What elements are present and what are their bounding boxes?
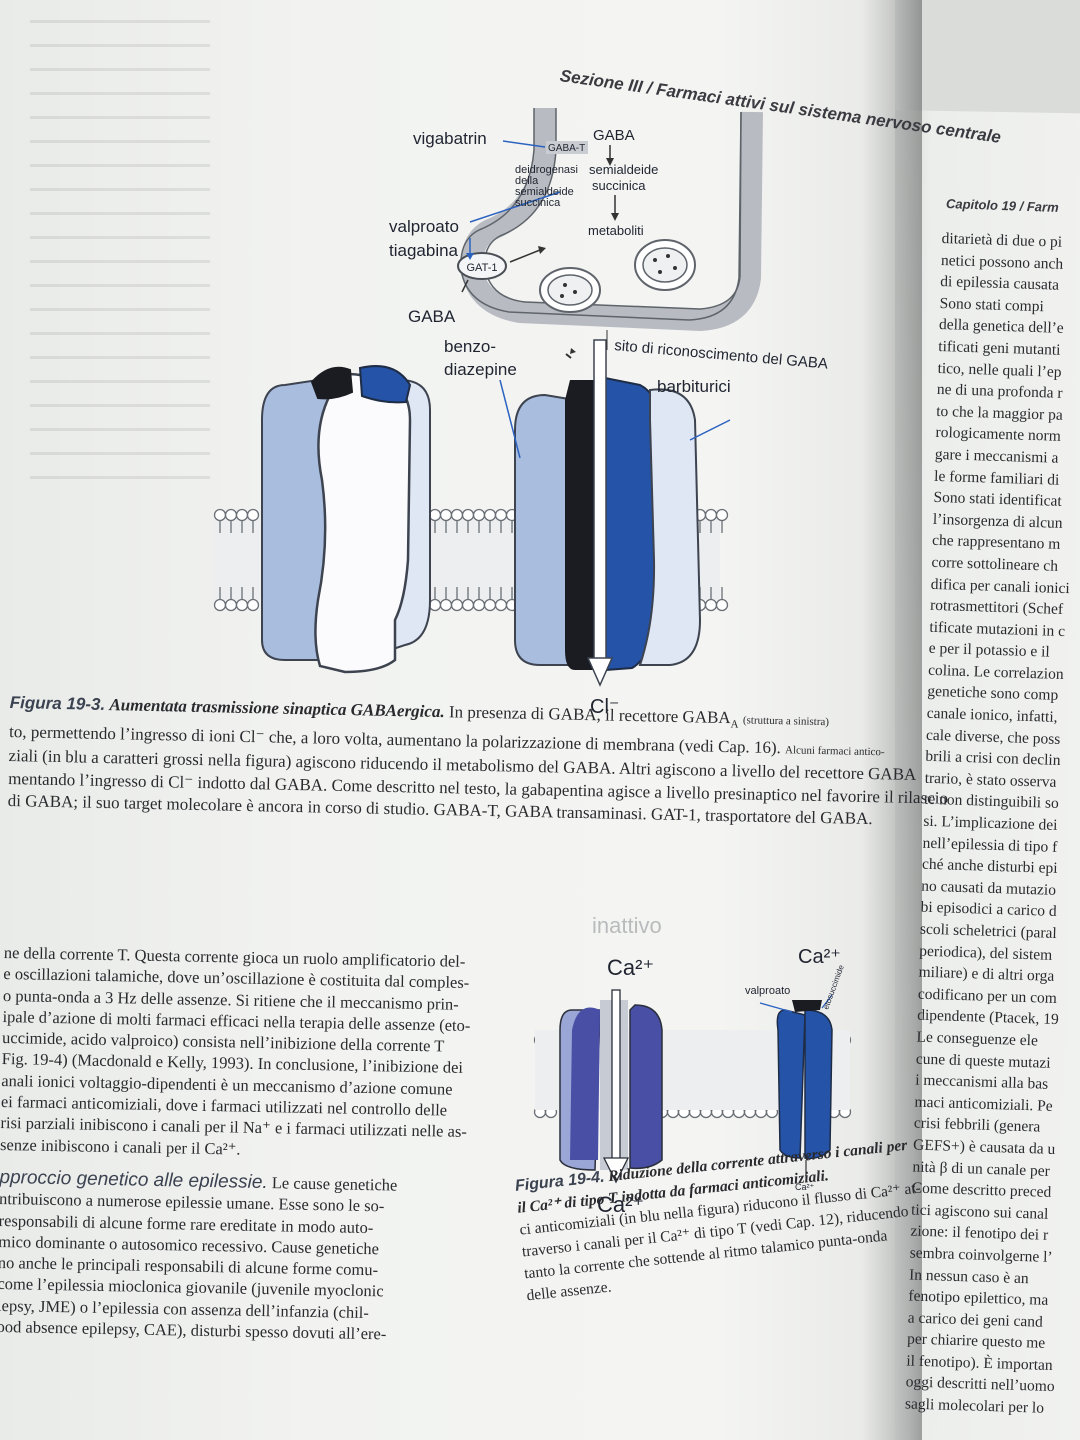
metaboliti-label: metaboliti [588, 223, 644, 238]
ca-top-left-label: Ca²⁺ [607, 955, 654, 980]
gaba-top-label: GABA [593, 127, 635, 144]
barbiturici-label: barbiturici [657, 377, 731, 396]
lipid-head [439, 508, 453, 522]
lipid-head [246, 598, 260, 612]
lipid-head [224, 508, 238, 522]
figure-19-4: Ca²⁺ Ca²⁺ valproato etosuccimide Ca²⁺ Ca… [535, 913, 850, 1217]
cl-ion-label: Cl⁻ [590, 696, 619, 718]
lipid-head [715, 508, 729, 522]
lipid-head [450, 508, 464, 522]
vigabatrin-label: vigabatrin [413, 129, 487, 148]
lipid-head [494, 508, 508, 522]
lipid-head [461, 508, 475, 522]
valproato-label-2: valproato [745, 985, 790, 997]
deidrogenasi-label-2: della [515, 175, 539, 187]
presynaptic-terminal: GAT-1 GABA-T vigabatrin GABA semialdeide… [389, 108, 763, 332]
tiagabina-label: tiagabina [389, 241, 459, 260]
figure-19-3-caption: Figura 19-3. Aumentata trasmissione sina… [7, 692, 949, 830]
inattivo-show-through: inattivo [592, 913, 662, 938]
lipid-head [428, 508, 442, 522]
lipid-head [494, 598, 508, 612]
caption-line2-small: Alcuni farmaci antico- [784, 744, 885, 759]
lipid-head [704, 598, 718, 612]
gat1-label: GAT-1 [467, 262, 498, 274]
gaba-site-label: sito di riconoscimento del GABA [614, 337, 829, 373]
show-through-text [30, 20, 210, 500]
deidrogenasi-label-3: semialdeide [515, 186, 574, 198]
lipid-head [224, 598, 238, 612]
lipid-head [472, 508, 486, 522]
lipid-head [246, 508, 260, 522]
gaba-left-label: GABA [408, 307, 456, 326]
ca-small-label: Ca²⁺ [795, 1182, 815, 1192]
lipid-head [235, 598, 249, 612]
benzodiazepine-label-2: diazepine [444, 360, 517, 379]
gaba-t-label: GABA-T [548, 143, 585, 154]
body-text-left: ne della corrente T. Questa corrente gio… [0, 942, 488, 1347]
section-line: Le cause genetiche [271, 1173, 398, 1195]
ca-bottom-label: Ca²⁺ [597, 1192, 644, 1217]
body-paragraph: ne della corrente T. Questa corrente gio… [0, 942, 488, 1164]
caption-line1-small: (struttura a sinistra) [742, 714, 830, 729]
lipid-head [213, 598, 227, 612]
gaba-receptor-closed [261, 365, 431, 674]
caption-line1: In presenza di GABA, il recettore GABA [448, 702, 731, 728]
lipid-head [213, 508, 227, 522]
semialdeide-label-1: semialdeide [589, 162, 658, 177]
lipid-head [235, 508, 249, 522]
lipid-head [483, 508, 497, 522]
caption-label: Figura 19-3. [9, 692, 106, 714]
lipid-head [472, 598, 486, 612]
gaba-receptor-open: Cl⁻ benzo- diazepine sito di riconoscime… [444, 330, 829, 718]
etosuccimide-label: etosuccimide [821, 963, 846, 1010]
lipid-head [439, 598, 453, 612]
lipid-head [704, 508, 718, 522]
lipid-head [428, 598, 442, 612]
lipid-head [715, 598, 729, 612]
section-paragraph: ntribuiscono a numerose epilessie umane.… [0, 1188, 483, 1346]
ca-top-right-label: Ca²⁺ [798, 946, 841, 968]
valproato-label: valproato [389, 217, 459, 236]
deidrogenasi-label-4: succinica [515, 197, 561, 209]
benzodiazepine-label-1: benzo- [444, 337, 496, 356]
page-gutter-shadow [862, 0, 922, 1440]
lipid-head [483, 598, 497, 612]
deidrogenasi-label-1: deidrogenasi [515, 164, 578, 176]
caption-subscript: A [730, 718, 739, 731]
lipid-head [461, 598, 475, 612]
semialdeide-label-2: succinica [592, 178, 646, 193]
lipid-head [450, 598, 464, 612]
